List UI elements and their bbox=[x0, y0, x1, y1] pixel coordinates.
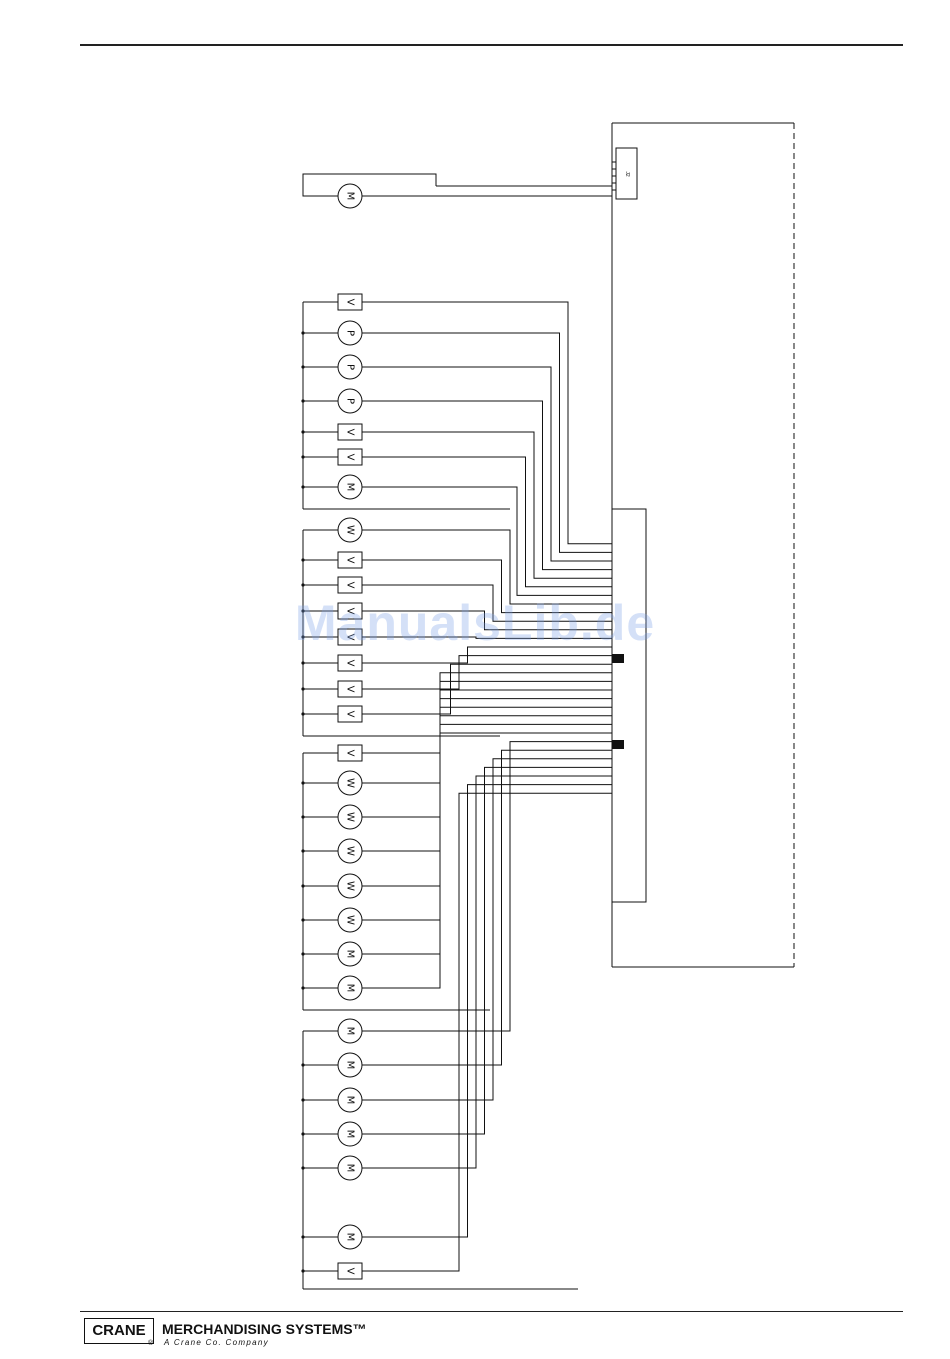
valve-symbol: V bbox=[338, 577, 362, 593]
connector-key bbox=[612, 740, 624, 749]
signal-wire bbox=[362, 776, 612, 1168]
component-label: V bbox=[345, 557, 356, 564]
registered-mark: ® bbox=[148, 1340, 153, 1347]
motor-symbol: M bbox=[338, 1088, 362, 1112]
signal-wire bbox=[362, 457, 612, 587]
signal-wire bbox=[362, 716, 612, 920]
component-label: M bbox=[345, 192, 356, 201]
signal-wire bbox=[362, 530, 612, 604]
signal-wire bbox=[362, 432, 612, 578]
motor-loop-wire bbox=[303, 174, 436, 196]
motor-symbol: M bbox=[338, 1156, 362, 1180]
component-label: V bbox=[345, 582, 356, 589]
component-label: P bbox=[345, 364, 356, 370]
valve-symbol: V bbox=[338, 681, 362, 697]
valve-symbol: V bbox=[338, 706, 362, 722]
signal-wire bbox=[362, 302, 612, 544]
signal-wire bbox=[362, 793, 612, 1271]
valve-symbol: V bbox=[338, 294, 362, 310]
signal-wire bbox=[362, 699, 612, 851]
component-label: W bbox=[345, 846, 356, 856]
component-label: M bbox=[345, 1061, 356, 1070]
main-connector bbox=[612, 509, 646, 902]
motor-symbol: M bbox=[338, 976, 362, 1000]
signal-wire bbox=[362, 750, 612, 1065]
valve-symbol: V bbox=[338, 1263, 362, 1279]
component-label: W bbox=[345, 525, 356, 535]
footer-rule bbox=[80, 1311, 903, 1312]
component-label: V bbox=[345, 711, 356, 718]
signal-wire bbox=[362, 367, 612, 561]
valve-symbol: V bbox=[338, 449, 362, 465]
component-label: V bbox=[345, 454, 356, 461]
signal-wire bbox=[362, 767, 612, 1134]
signal-wire bbox=[362, 647, 612, 663]
motor-symbol: M bbox=[338, 942, 362, 966]
component-label: P bbox=[345, 398, 356, 404]
component-label: V bbox=[345, 686, 356, 693]
component-label: M bbox=[345, 1233, 356, 1242]
signal-wire bbox=[362, 707, 612, 886]
component-label: P bbox=[345, 330, 356, 336]
component-label: V bbox=[345, 660, 356, 667]
valve-symbol: V bbox=[338, 655, 362, 671]
valve-symbol: V bbox=[338, 629, 362, 645]
motor-symbol: W bbox=[338, 771, 362, 795]
signal-wire bbox=[362, 733, 612, 988]
motor-symbol: W bbox=[338, 908, 362, 932]
valve-symbol: V bbox=[338, 424, 362, 440]
component-label: M bbox=[345, 1027, 356, 1036]
signal-wire bbox=[362, 401, 612, 570]
valve-symbol: V bbox=[338, 552, 362, 568]
component-label: W bbox=[345, 915, 356, 925]
component-label: W bbox=[345, 812, 356, 822]
motor-symbol: W bbox=[338, 518, 362, 542]
motor-symbol: P bbox=[338, 321, 362, 345]
motor-symbol: M bbox=[338, 184, 362, 208]
motor-symbol: M bbox=[338, 1053, 362, 1077]
component-label: V bbox=[345, 608, 356, 615]
component-label: M bbox=[345, 1164, 356, 1173]
signal-wire bbox=[362, 611, 612, 630]
component-label: V bbox=[345, 634, 356, 641]
signal-wire bbox=[362, 487, 612, 595]
motor-symbol: P bbox=[338, 389, 362, 413]
valve-symbol: V bbox=[338, 603, 362, 619]
motor-symbol: M bbox=[338, 1122, 362, 1146]
signal-wire bbox=[362, 785, 612, 1237]
signal-wire bbox=[362, 637, 612, 638]
signal-wire bbox=[362, 759, 612, 1100]
company-tagline: A Crane Co. Company bbox=[164, 1338, 269, 1347]
motor-symbol: W bbox=[338, 874, 362, 898]
component-label: M bbox=[345, 984, 356, 993]
crane-brand-box: CRANE bbox=[84, 1318, 154, 1344]
component-label: M bbox=[345, 483, 356, 492]
valve-symbol: V bbox=[338, 745, 362, 761]
motor-symbol: M bbox=[338, 475, 362, 499]
component-label: V bbox=[345, 299, 356, 306]
signal-wire bbox=[362, 585, 612, 621]
top-connector-label: J2 bbox=[624, 171, 630, 177]
motor-symbol: M bbox=[338, 1225, 362, 1249]
component-label: V bbox=[345, 1268, 356, 1275]
signal-wire bbox=[362, 673, 612, 753]
connector-key bbox=[612, 654, 624, 663]
component-label: W bbox=[345, 881, 356, 891]
component-label: V bbox=[345, 429, 356, 436]
component-label: M bbox=[345, 1130, 356, 1139]
component-label: W bbox=[345, 778, 356, 788]
division-name: MERCHANDISING SYSTEMS™ bbox=[162, 1321, 367, 1337]
motor-symbol: W bbox=[338, 839, 362, 863]
motor-symbol: P bbox=[338, 355, 362, 379]
motor-symbol: M bbox=[338, 1019, 362, 1043]
motor-symbol: W bbox=[338, 805, 362, 829]
signal-wire bbox=[362, 333, 612, 552]
component-label: M bbox=[345, 1096, 356, 1105]
component-label: V bbox=[345, 750, 356, 757]
component-label: M bbox=[345, 950, 356, 959]
